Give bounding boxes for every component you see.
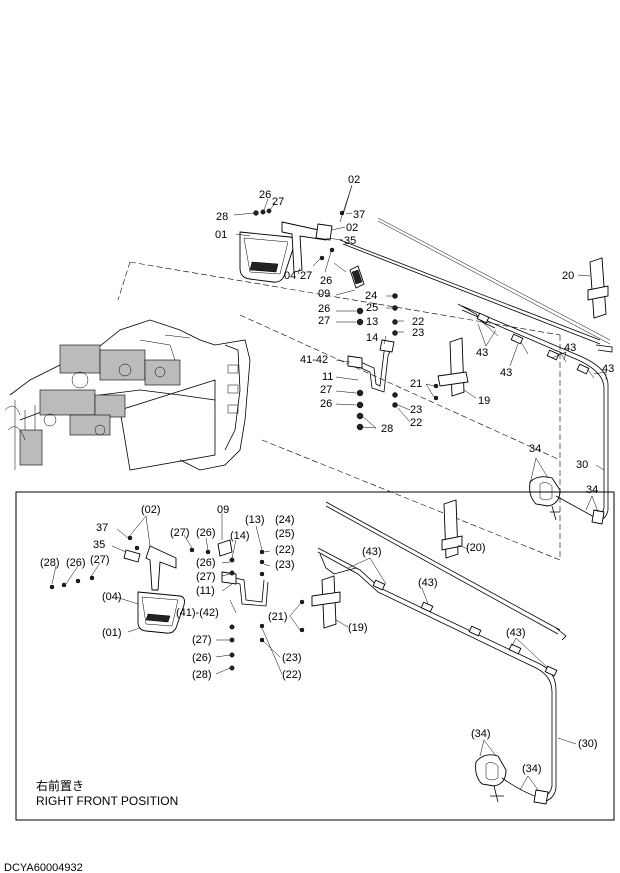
callout: (20) — [466, 542, 486, 554]
callout: (22) — [282, 669, 302, 681]
callout: 23 — [412, 327, 424, 339]
callout: (04) — [102, 591, 122, 603]
callout: (02) — [141, 504, 161, 516]
callout: 27 — [272, 196, 284, 208]
callout: (34) — [471, 728, 491, 740]
callout: 11 — [322, 371, 333, 383]
callout: 26 — [318, 303, 330, 315]
callout: 21 — [410, 378, 422, 390]
callout: (23) — [275, 559, 295, 571]
callout: 26 — [259, 189, 271, 201]
callout: (28) — [192, 669, 212, 681]
detail-callouts: (02) 37 (27) (26) 09 (13) (24) 35 (14) (… — [40, 504, 598, 775]
callout: (26) — [196, 557, 216, 569]
callout: 22 — [412, 316, 424, 328]
callout: (23) — [282, 652, 302, 664]
callout: (26) — [192, 652, 212, 664]
callout: (11) — [196, 585, 215, 597]
callout: 25 — [366, 302, 378, 314]
callout: 09 — [217, 504, 229, 516]
callout: 37 — [353, 209, 365, 221]
callout: (41)-(42) — [176, 607, 219, 619]
callout: (43) — [418, 577, 438, 589]
callout: 27 — [320, 384, 332, 396]
callout: (13) — [245, 514, 265, 526]
callout: 23 — [410, 404, 422, 416]
callout: 19 — [478, 395, 490, 407]
callout: 43 — [564, 342, 576, 354]
callout: (30) — [578, 738, 598, 750]
callout: (27) — [192, 634, 212, 646]
callout: 20 — [562, 270, 574, 282]
fastener-stack — [356, 293, 398, 431]
callout: 24 — [365, 290, 377, 302]
callout: 43 — [602, 363, 614, 375]
callout: (43) — [362, 546, 382, 558]
callout: 30 — [576, 459, 588, 471]
callout: 01 — [215, 229, 227, 241]
callout: 26 — [320, 275, 332, 287]
caption-japanese: 右前置き — [36, 778, 84, 793]
callout: 28 — [381, 423, 393, 435]
callout: 41-42 — [300, 354, 328, 366]
callout: 34 — [586, 484, 598, 496]
top-callouts: 02 26 27 37 28 01 02 35 04 27 26 09 24 2… — [215, 174, 614, 496]
callout: 27 — [300, 270, 312, 282]
callout: 02 — [346, 222, 358, 234]
callout: (26) — [66, 557, 86, 569]
callout: 37 — [96, 522, 108, 534]
callout: 43 — [500, 367, 512, 379]
callout: (01) — [102, 627, 122, 639]
callout: (14) — [230, 530, 250, 542]
callout: (21) — [268, 611, 288, 623]
callout: 14 — [366, 332, 378, 344]
callout: 04 — [284, 270, 296, 282]
callout: 34 — [529, 443, 541, 455]
callout: (27) — [170, 527, 190, 539]
callout: (34) — [522, 763, 542, 775]
machine-body-illustration — [4, 261, 561, 561]
callout: (43) — [506, 627, 526, 639]
callout: 43 — [476, 347, 488, 359]
callout: (19) — [348, 622, 368, 634]
callout: 13 — [366, 316, 378, 328]
callout: 26 — [320, 398, 332, 410]
callout: 35 — [344, 235, 356, 247]
callout: (26) — [196, 527, 216, 539]
callout: (28) — [40, 557, 60, 569]
caption-english: RIGHT FRONT POSITION — [36, 794, 178, 808]
callout: 27 — [318, 315, 330, 327]
detail-assembly — [49, 499, 577, 805]
drawing-code: DCYA60004932 — [4, 862, 83, 873]
callout: 02 — [348, 174, 360, 186]
detail-frame — [15, 491, 615, 821]
callout: 22 — [410, 417, 422, 429]
callout: (27) — [90, 554, 110, 566]
callout: 28 — [216, 211, 228, 223]
callout: (24) — [275, 514, 295, 526]
callout: (27) — [196, 571, 216, 583]
top-assembly — [233, 184, 613, 525]
callout: 35 — [93, 539, 105, 551]
callout: (22) — [275, 544, 295, 556]
callout: (25) — [275, 528, 295, 540]
callout: 09 — [318, 288, 330, 300]
